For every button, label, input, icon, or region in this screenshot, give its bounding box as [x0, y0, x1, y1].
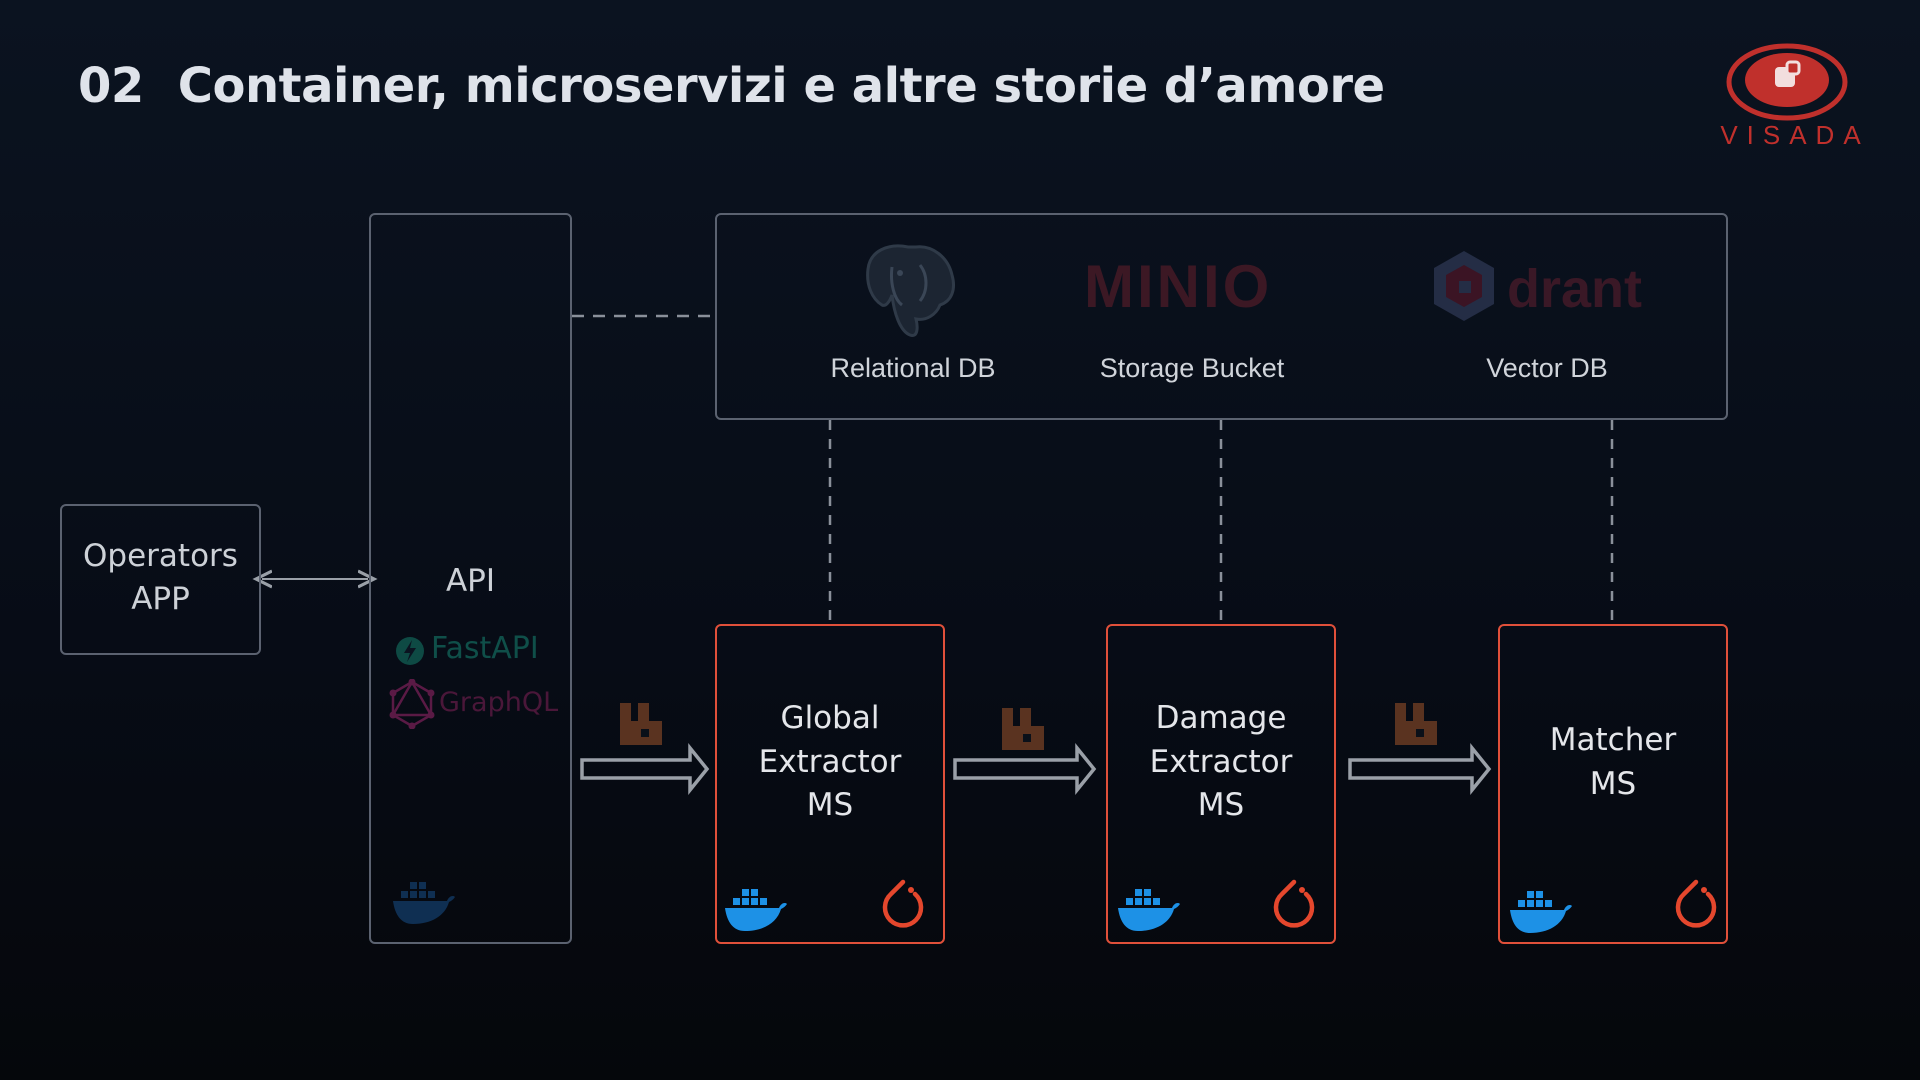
- graphql-text: GraphQL: [439, 687, 559, 718]
- service-label-line2: MS: [1589, 766, 1637, 802]
- title-text: Container, microservizi e altre storie d…: [177, 58, 1385, 114]
- api-box[interactable]: API FastAPI GraphQL: [369, 213, 572, 944]
- queue-icon: [1002, 708, 1044, 750]
- queue-icon: [620, 703, 662, 745]
- service-box-global-extractor[interactable]: Global Extractor MS: [715, 624, 945, 944]
- arrow-damage-matcher: [1348, 743, 1492, 795]
- minio-logo-text: MINIO: [1084, 253, 1273, 320]
- vector-db-label: Vector DB: [1486, 353, 1608, 383]
- service-label-line2: Extractor: [758, 744, 902, 780]
- service-label-line1: Global: [780, 700, 880, 736]
- graphql-logo: GraphQL: [389, 679, 559, 731]
- service-box-matcher[interactable]: Matcher MS: [1498, 624, 1728, 944]
- arrow-api-global: [580, 743, 710, 795]
- visada-logo-text: VISADA: [1720, 120, 1870, 150]
- section-number: 02: [78, 58, 144, 114]
- operators-app-box[interactable]: Operators APP: [60, 504, 261, 655]
- minio-logo: MINIO: [1072, 257, 1312, 317]
- docker-icon: [1510, 891, 1572, 933]
- qdrant-logo-text: drant: [1507, 259, 1642, 319]
- service-box-damage-extractor[interactable]: Damage Extractor MS: [1106, 624, 1336, 944]
- arrow-global-damage: [953, 743, 1097, 795]
- fastapi-icon: [396, 637, 424, 665]
- relational-db-label: Relational DB: [830, 353, 996, 383]
- api-label: API: [445, 563, 496, 599]
- storage-bucket-label: Storage Bucket: [1099, 353, 1285, 383]
- docker-icon: [393, 882, 455, 924]
- queue-icon: [1395, 703, 1437, 745]
- service-label-line2: Extractor: [1149, 744, 1293, 780]
- docker-icon: [1118, 889, 1180, 931]
- fastapi-logo: FastAPI: [395, 631, 555, 671]
- service-label-line3: MS: [806, 787, 854, 823]
- pytorch-icon: [882, 879, 924, 928]
- docker-icon: [725, 889, 787, 931]
- service-label-line1: Matcher: [1549, 722, 1677, 758]
- service-label-line1: Damage: [1155, 700, 1287, 736]
- service-label-line3: MS: [1197, 787, 1245, 823]
- pytorch-icon: [1273, 879, 1315, 928]
- postgresql-icon: [866, 244, 955, 337]
- graphql-icon: [389, 679, 435, 729]
- storage-box: Relational DB MINIO Storage Bucket drant…: [715, 213, 1728, 420]
- visada-logo-icon: [1726, 43, 1848, 121]
- fastapi-text: FastAPI: [431, 631, 539, 666]
- pytorch-icon: [1675, 879, 1717, 928]
- qdrant-icon: [1434, 251, 1494, 321]
- operators-label-line2: APP: [131, 581, 190, 617]
- page-title: 02 Container, microservizi e altre storie…: [78, 58, 1385, 114]
- visada-logo: VISADA: [1715, 40, 1875, 150]
- operators-label-line1: Operators: [83, 538, 238, 574]
